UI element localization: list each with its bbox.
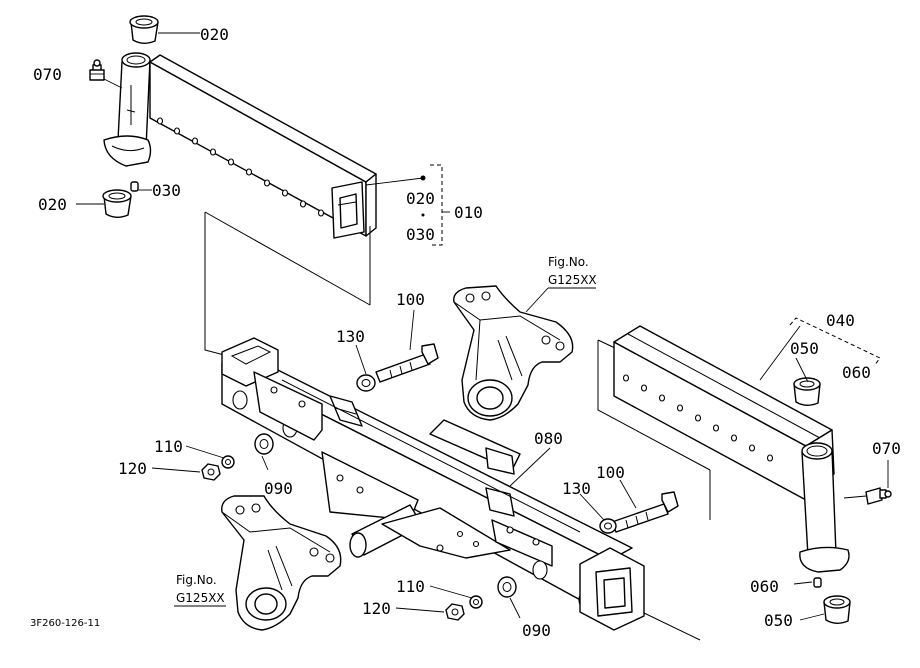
label-070: 070 bbox=[872, 439, 901, 458]
label-110: 110 bbox=[154, 437, 183, 456]
fig-ref-lower-line2: G125XX bbox=[176, 591, 225, 605]
nut-120-left bbox=[201, 463, 221, 481]
label-050: 050 bbox=[790, 339, 819, 358]
right-arm-holes bbox=[622, 374, 774, 462]
label-100: 100 bbox=[596, 463, 625, 482]
bushing-050-top bbox=[793, 377, 821, 406]
label-040: 040 bbox=[826, 311, 855, 330]
bolt-100-lower bbox=[611, 491, 679, 533]
spacer-090-left bbox=[254, 433, 274, 455]
label-100: 100 bbox=[396, 290, 425, 309]
label-010: 010 bbox=[454, 203, 483, 222]
pin-060 bbox=[813, 577, 822, 588]
label-020: 020 bbox=[406, 189, 435, 208]
label-120: 120 bbox=[118, 459, 147, 478]
fasteners bbox=[151, 309, 679, 621]
bushing-050-bottom bbox=[823, 595, 851, 624]
label-020: 020 bbox=[38, 195, 67, 214]
fig-ref-upper-line2: G125XX bbox=[548, 273, 597, 287]
hitch-bracket-upper bbox=[453, 285, 596, 421]
figure-references: Fig.No. G125XX Fig.No. G125XX bbox=[176, 255, 597, 605]
arm-holes bbox=[156, 117, 325, 217]
label-030: 030 bbox=[406, 225, 435, 244]
lockwasher-110-left bbox=[221, 455, 235, 469]
label-130: 130 bbox=[562, 479, 591, 498]
label-090: 090 bbox=[522, 621, 551, 640]
main-frame-080 bbox=[221, 337, 645, 631]
arm-pivot-tube bbox=[103, 52, 152, 167]
label-060: 060 bbox=[750, 577, 779, 596]
right-pivot-tube bbox=[799, 442, 850, 573]
grease-nipple-070-left bbox=[89, 59, 105, 81]
drawing-code: 3F260-126-11 bbox=[30, 618, 100, 629]
label-030: 030 bbox=[152, 181, 181, 200]
label-080: 080 bbox=[534, 429, 563, 448]
label-110: 110 bbox=[396, 577, 425, 596]
right-arm-assembly bbox=[613, 317, 892, 624]
label-130: 130 bbox=[336, 327, 365, 346]
assembly-guide-lines bbox=[204, 211, 711, 641]
hitch-bracket-lower bbox=[174, 495, 342, 631]
label-090: 090 bbox=[264, 479, 293, 498]
label-070: 070 bbox=[33, 65, 62, 84]
washer-130-upper bbox=[356, 374, 376, 392]
label-020: 020 bbox=[200, 25, 229, 44]
spacer-090-lower bbox=[497, 576, 517, 598]
nut-120-lower bbox=[445, 603, 465, 621]
label-120: 120 bbox=[362, 599, 391, 618]
upper-arm-assembly bbox=[76, 15, 450, 246]
washer-130-lower bbox=[599, 518, 617, 534]
grease-nipple-070-right bbox=[865, 487, 892, 505]
lockwasher-110-lower bbox=[469, 595, 483, 609]
label-050: 050 bbox=[764, 611, 793, 630]
bolt-100-upper bbox=[375, 343, 439, 383]
bushing-020-bottom bbox=[102, 189, 132, 218]
fig-ref-upper-line1: Fig.No. bbox=[548, 255, 589, 269]
square-tube-arm bbox=[149, 54, 377, 239]
part-labels: 020 070 020 030 020 030 010 100 130 040 … bbox=[33, 25, 901, 640]
bushing-020-top bbox=[129, 15, 159, 44]
pin-030 bbox=[130, 181, 139, 192]
label-060: 060 bbox=[842, 363, 871, 382]
fig-ref-lower-line1: Fig.No. bbox=[176, 573, 217, 587]
